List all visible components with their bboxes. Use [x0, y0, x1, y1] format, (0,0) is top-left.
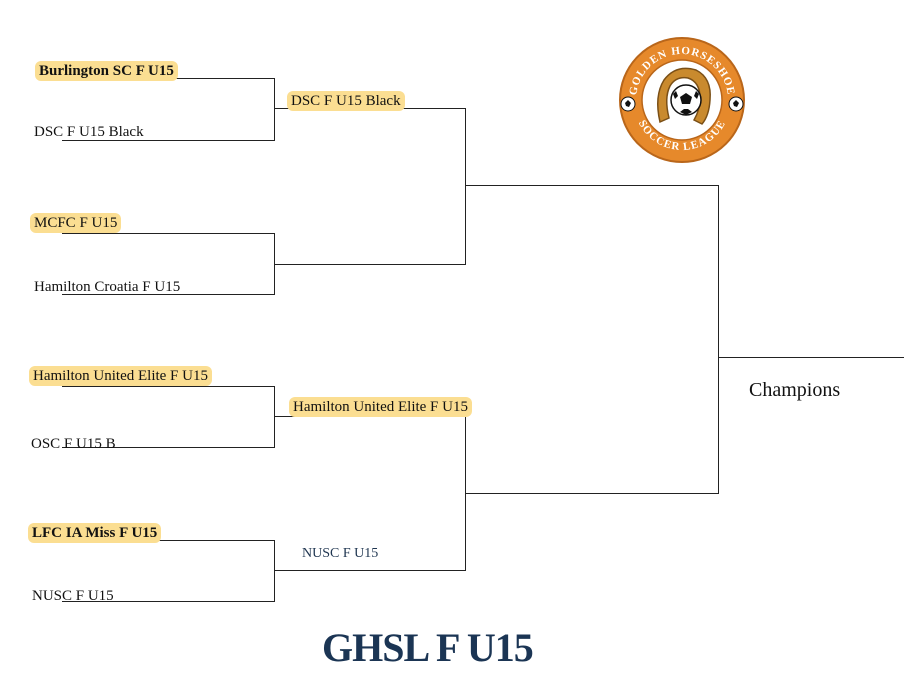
- bracket-line: [62, 601, 275, 602]
- champions-label: Champions: [749, 379, 841, 401]
- page-title: GHSL F U15: [322, 625, 534, 670]
- league-logo: GOLDEN HORSESHOE SOCCER LEAGUE: [614, 36, 750, 164]
- bracket-line: [719, 357, 904, 358]
- team-label: Hamilton United Elite F U15: [289, 397, 472, 417]
- team-label: DSC F U15 Black: [34, 124, 144, 140]
- bracket-line: [275, 570, 466, 571]
- bracket-line: [465, 416, 466, 571]
- bracket-line: [465, 108, 466, 265]
- team-label: Hamilton United Elite F U15: [29, 366, 212, 386]
- team-label: NUSC F U15: [32, 588, 114, 604]
- bracket-line: [275, 264, 466, 265]
- team-label: LFC IA Miss F U15: [28, 523, 162, 543]
- bracket-line: [62, 140, 275, 141]
- bracket-line: [274, 233, 275, 295]
- bracket-line: [62, 540, 275, 541]
- team-label: DSC F U15 Black: [287, 91, 405, 111]
- team-label: Burlington SC F U15: [35, 61, 178, 81]
- bracket-line: [274, 386, 275, 448]
- bracket-line: [718, 185, 719, 494]
- bracket-line: [62, 447, 275, 448]
- team-label: Hamilton Croatia F U15: [34, 279, 181, 295]
- bracket-line: [62, 233, 275, 234]
- bracket-line: [62, 386, 275, 387]
- bracket-line: [466, 185, 719, 186]
- team-label: OSC F U15 B: [31, 436, 116, 452]
- bracket-line: [62, 294, 275, 295]
- team-label: MCFC F U15: [30, 213, 122, 233]
- bracket-line: [274, 540, 275, 602]
- team-label: NUSC F U15: [302, 546, 379, 561]
- bracket-line: [274, 78, 275, 141]
- league-logo-graphic: GOLDEN HORSESHOE SOCCER LEAGUE: [619, 37, 745, 163]
- bracket-line: [466, 493, 719, 494]
